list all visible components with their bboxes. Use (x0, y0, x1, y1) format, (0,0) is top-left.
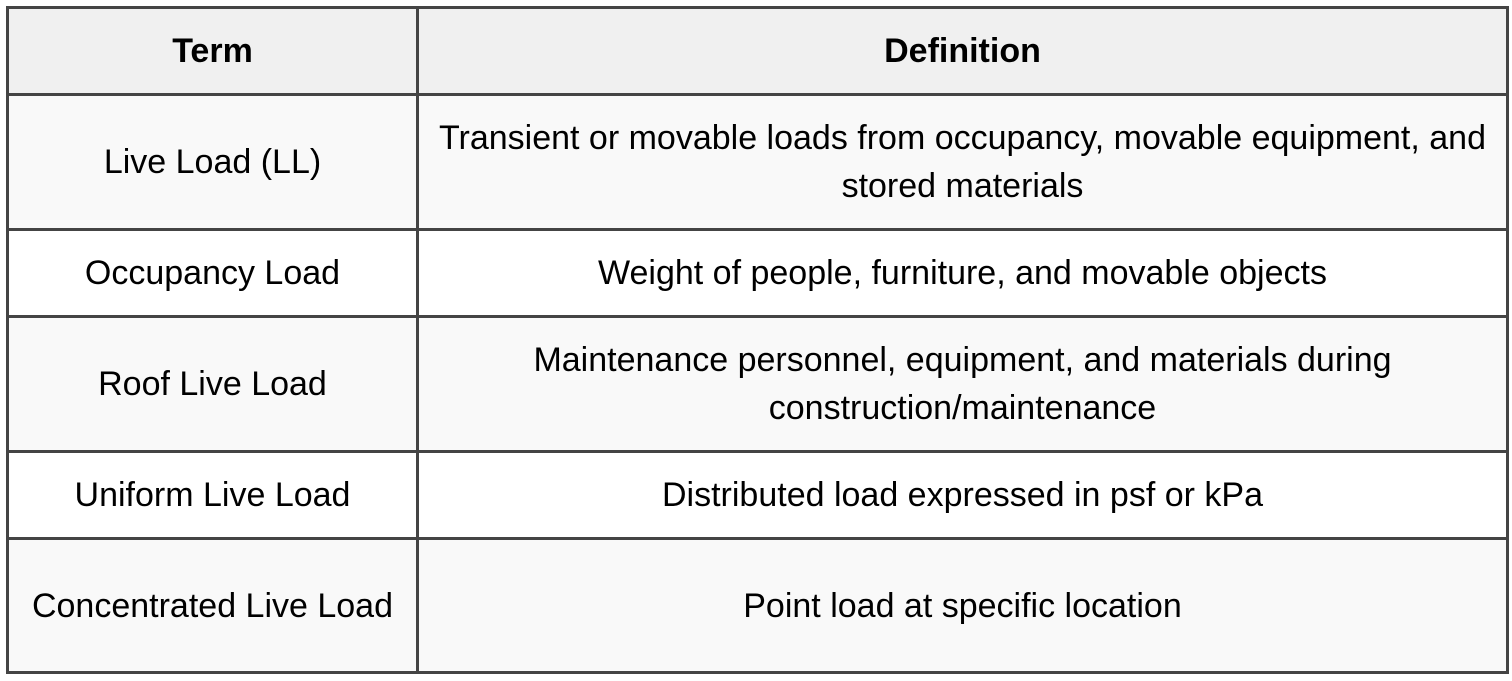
table-row: Roof Live Load Maintenance personnel, eq… (6, 315, 1509, 453)
table-row: Concentrated Live Load Point load at spe… (6, 537, 1509, 674)
table-row: Live Load (LL) Transient or movable load… (6, 93, 1509, 231)
definition-cell: Distributed load expressed in psf or kPa (416, 450, 1509, 540)
live-load-terms-table: Term Definition Live Load (LL) Transient… (6, 6, 1509, 674)
term-cell: Occupancy Load (6, 228, 419, 318)
definition-cell: Weight of people, furniture, and movable… (416, 228, 1509, 318)
table-row: Occupancy Load Weight of people, furnitu… (6, 228, 1509, 318)
term-cell: Concentrated Live Load (6, 537, 419, 674)
table-header-row: Term Definition (6, 6, 1509, 96)
term-cell: Uniform Live Load (6, 450, 419, 540)
column-header-term: Term (6, 6, 419, 96)
table-row: Uniform Live Load Distributed load expre… (6, 450, 1509, 540)
definition-cell: Maintenance personnel, equipment, and ma… (416, 315, 1509, 453)
term-cell: Roof Live Load (6, 315, 419, 453)
definition-cell: Transient or movable loads from occupanc… (416, 93, 1509, 231)
column-header-definition: Definition (416, 6, 1509, 96)
definition-cell: Point load at specific location (416, 537, 1509, 674)
term-cell: Live Load (LL) (6, 93, 419, 231)
